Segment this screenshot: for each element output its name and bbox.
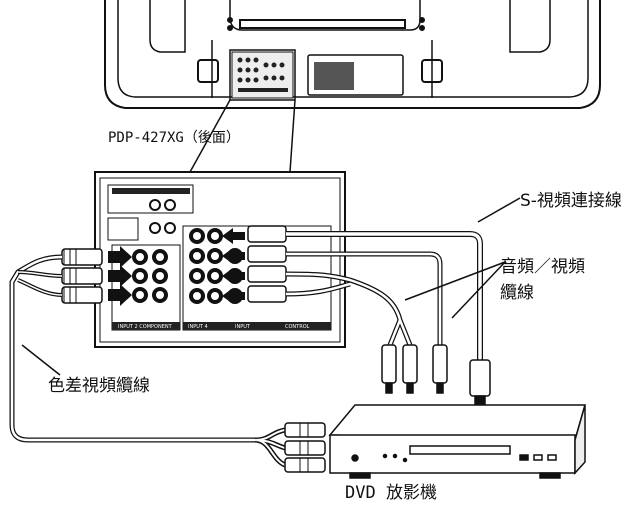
tv-rear xyxy=(104,0,601,109)
audio-cable xyxy=(285,271,413,346)
av-arrows xyxy=(222,228,245,304)
dangling-plugs xyxy=(381,344,491,407)
zoom-leader-lines xyxy=(189,99,296,173)
tv-model-label: PDP-427XG（後面） xyxy=(108,130,240,146)
s-video-cable xyxy=(286,231,483,360)
component-cable xyxy=(9,254,260,443)
video-cable xyxy=(286,251,443,345)
label-pointers xyxy=(21,197,521,376)
av-cable-label-line2: 纜線 xyxy=(500,283,534,303)
component-cable-label: 色差視頻纜線 xyxy=(48,376,150,396)
svg-text:INPUT: INPUT xyxy=(235,324,251,330)
component-arrows xyxy=(108,246,132,306)
svg-text:INPUT 2 COMPONENT: INPUT 2 COMPONENT xyxy=(118,324,173,330)
av-cable-label-line1: 音頻／視頻 xyxy=(500,257,585,277)
tv-mini-panel-detail xyxy=(237,57,288,92)
dvd-player xyxy=(328,404,586,479)
svg-text:CONTROL: CONTROL xyxy=(285,324,310,330)
component-plugs xyxy=(61,248,103,304)
component-cable-plugs-dvd xyxy=(254,422,326,473)
s-video-cable-label: S-視頻連接線 xyxy=(520,191,622,211)
dvd-player-label: DVD 放影機 xyxy=(345,483,437,503)
terminal-panel: INPUT 2 COMPONENT INPUT 4 INPUT CONTROL xyxy=(94,171,346,348)
svg-text:INPUT 4: INPUT 4 xyxy=(188,324,208,330)
